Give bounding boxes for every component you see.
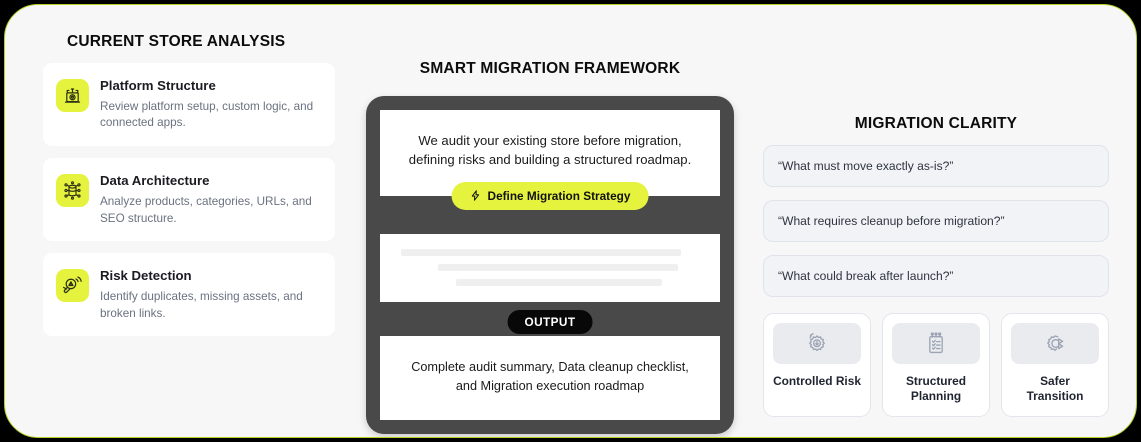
analysis-card-title: Platform Structure [100, 78, 216, 93]
benefit-card-label: Safer Transition [1026, 374, 1084, 403]
benefit-card-safer-transition[interactable]: Safer Transition [1001, 313, 1109, 417]
skeleton-row [437, 263, 678, 271]
skeleton-row [401, 248, 681, 256]
analysis-card-description: Identify duplicates, missing assets, and… [100, 289, 303, 320]
app-frame: CURRENT STORE ANALYSIS Platform Structur… [4, 4, 1137, 438]
framework-container: We audit your existing store before migr… [366, 96, 734, 434]
analysis-card-title: Data Architecture [100, 173, 210, 189]
benefit-card-structured-planning[interactable]: Structured Planning [882, 313, 990, 417]
analysis-card-description: Review platform setup, custom logic, and… [100, 99, 314, 130]
clarity-question-item[interactable]: “What requires cleanup before migration?… [763, 200, 1109, 242]
platform-structure-icon [56, 79, 89, 112]
output-text: Complete audit summary, Data cleanup che… [411, 359, 689, 393]
output-panel: Complete audit summary, Data cleanup che… [380, 335, 720, 420]
analysis-card-description: Analyze products, categories, URLs, and … [100, 194, 312, 225]
define-migration-strategy-button[interactable]: Define Migration Strategy [451, 181, 649, 210]
clarity-question-item[interactable]: “What must move exactly as-is?” [763, 145, 1109, 187]
benefit-icon-wrap [892, 323, 980, 364]
skeleton-row [455, 278, 663, 286]
benefit-icon-wrap [773, 323, 861, 364]
analysis-card-body: Risk Detection Identify duplicates, miss… [100, 267, 321, 322]
gear-download-icon [809, 332, 825, 351]
clarity-question-list: “What must move exactly as-is?” “What re… [763, 145, 1109, 297]
output-badge: OUTPUT [507, 310, 593, 334]
right-column-heading: MIGRATION CLARITY [854, 115, 1018, 132]
center-column-heading: SMART MIGRATION FRAMEWORK [419, 60, 681, 77]
analysis-card-body: Data Architecture Analyze products, cate… [100, 172, 321, 227]
benefit-card-row: Controlled Risk Structured Planning [763, 313, 1109, 417]
intro-panel: We audit your existing store before migr… [380, 110, 720, 210]
clipboard-checklist-icon [929, 331, 943, 353]
risk-detection-icon [56, 269, 89, 303]
lightning-bolt-icon [471, 190, 480, 201]
analysis-card-risk-detection[interactable]: Risk Detection Identify duplicates, miss… [43, 253, 335, 337]
analysis-card-title: Risk Detection [100, 268, 192, 284]
smart-migration-framework-section: SMART MIGRATION FRAMEWORK We audit your … [366, 60, 734, 434]
benefit-card-label: Structured Planning [905, 374, 967, 403]
current-store-analysis-section: CURRENT STORE ANALYSIS Platform Structur… [43, 33, 335, 337]
left-column-heading: CURRENT STORE ANALYSIS [67, 33, 286, 50]
skeleton-placeholder-panel [380, 233, 720, 302]
analysis-card-data-architecture[interactable]: Data Architecture Analyze products, cate… [43, 158, 335, 242]
migration-clarity-section: MIGRATION CLARITY “What must move exactl… [763, 115, 1109, 417]
benefit-card-controlled-risk[interactable]: Controlled Risk [763, 313, 871, 417]
benefit-card-label: Controlled Risk [773, 374, 861, 388]
data-architecture-icon [56, 174, 89, 208]
strategy-button-label: Define Migration Strategy [487, 188, 631, 203]
analysis-card-body: Platform Structure Review platform setup… [100, 77, 321, 132]
analysis-card-platform-structure[interactable]: Platform Structure Review platform setup… [43, 63, 335, 147]
gear-transition-icon [1047, 334, 1064, 351]
intro-text: We audit your existing store before migr… [408, 133, 692, 168]
benefit-icon-wrap [1011, 323, 1099, 364]
clarity-question-item[interactable]: “What could break after launch?” [763, 255, 1109, 297]
